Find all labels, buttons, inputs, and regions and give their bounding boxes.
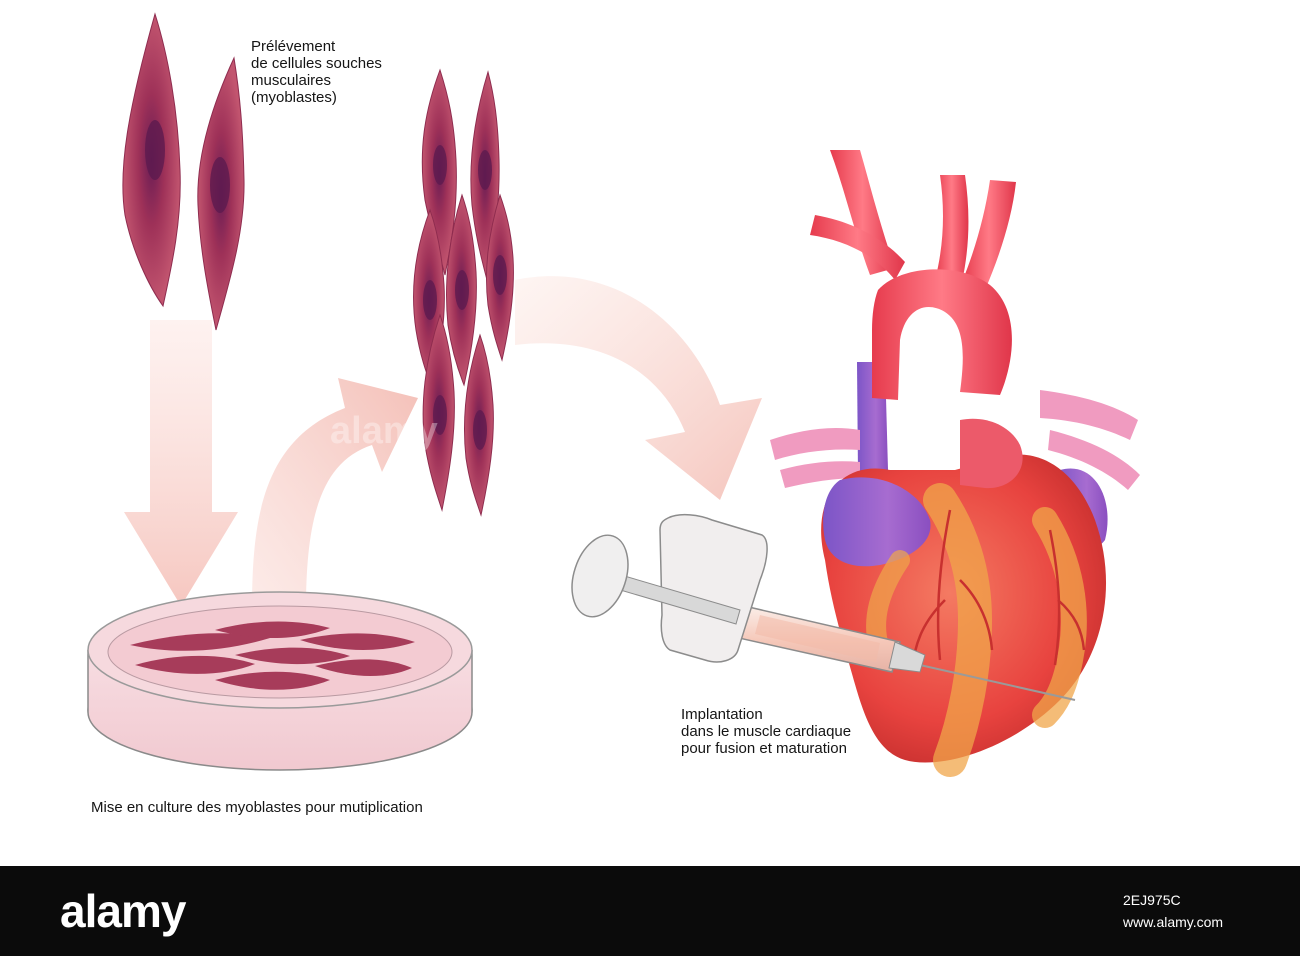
footer-brand-logo: alamy <box>60 885 186 937</box>
footer-bar: alamy 2EJ975C www.alamy.com <box>0 866 1300 956</box>
arrow-curve-up <box>252 378 418 610</box>
arrow-down <box>124 320 238 606</box>
cultured-cells <box>130 621 415 690</box>
arrow-curve-right <box>515 276 762 500</box>
illustration <box>87 12 1140 777</box>
harvest-label: Prélévement de cellules souches musculai… <box>251 38 382 106</box>
harvest-label-line-2: de cellules souches <box>251 55 382 72</box>
harvest-label-line-1: Prélévement <box>251 38 336 55</box>
footer-image-id: 2EJ975C <box>1123 892 1181 908</box>
implant-label-line-3: pour fusion et maturation <box>681 740 847 757</box>
heart <box>770 150 1140 777</box>
syringe <box>571 513 1076 701</box>
implant-label-line-1: Implantation <box>681 706 763 723</box>
implant-label-line-2: dans le muscle cardiaque <box>681 723 852 740</box>
multiplied-cells <box>413 68 514 517</box>
culture-label: Mise en culture des myoblastes pour muti… <box>91 799 423 816</box>
petri-dish <box>87 591 473 771</box>
diagram-figure: alamy Prélévement de cellules souches mu… <box>87 12 1140 816</box>
harvested-cells <box>122 12 245 331</box>
harvest-label-line-3: musculaires <box>251 72 332 89</box>
watermark: alamy <box>330 410 438 452</box>
harvest-label-line-4: (myoblastes) <box>251 89 337 106</box>
footer-url[interactable]: www.alamy.com <box>1123 914 1224 930</box>
implant-label: Implantation dans le muscle cardiaque po… <box>681 706 851 757</box>
